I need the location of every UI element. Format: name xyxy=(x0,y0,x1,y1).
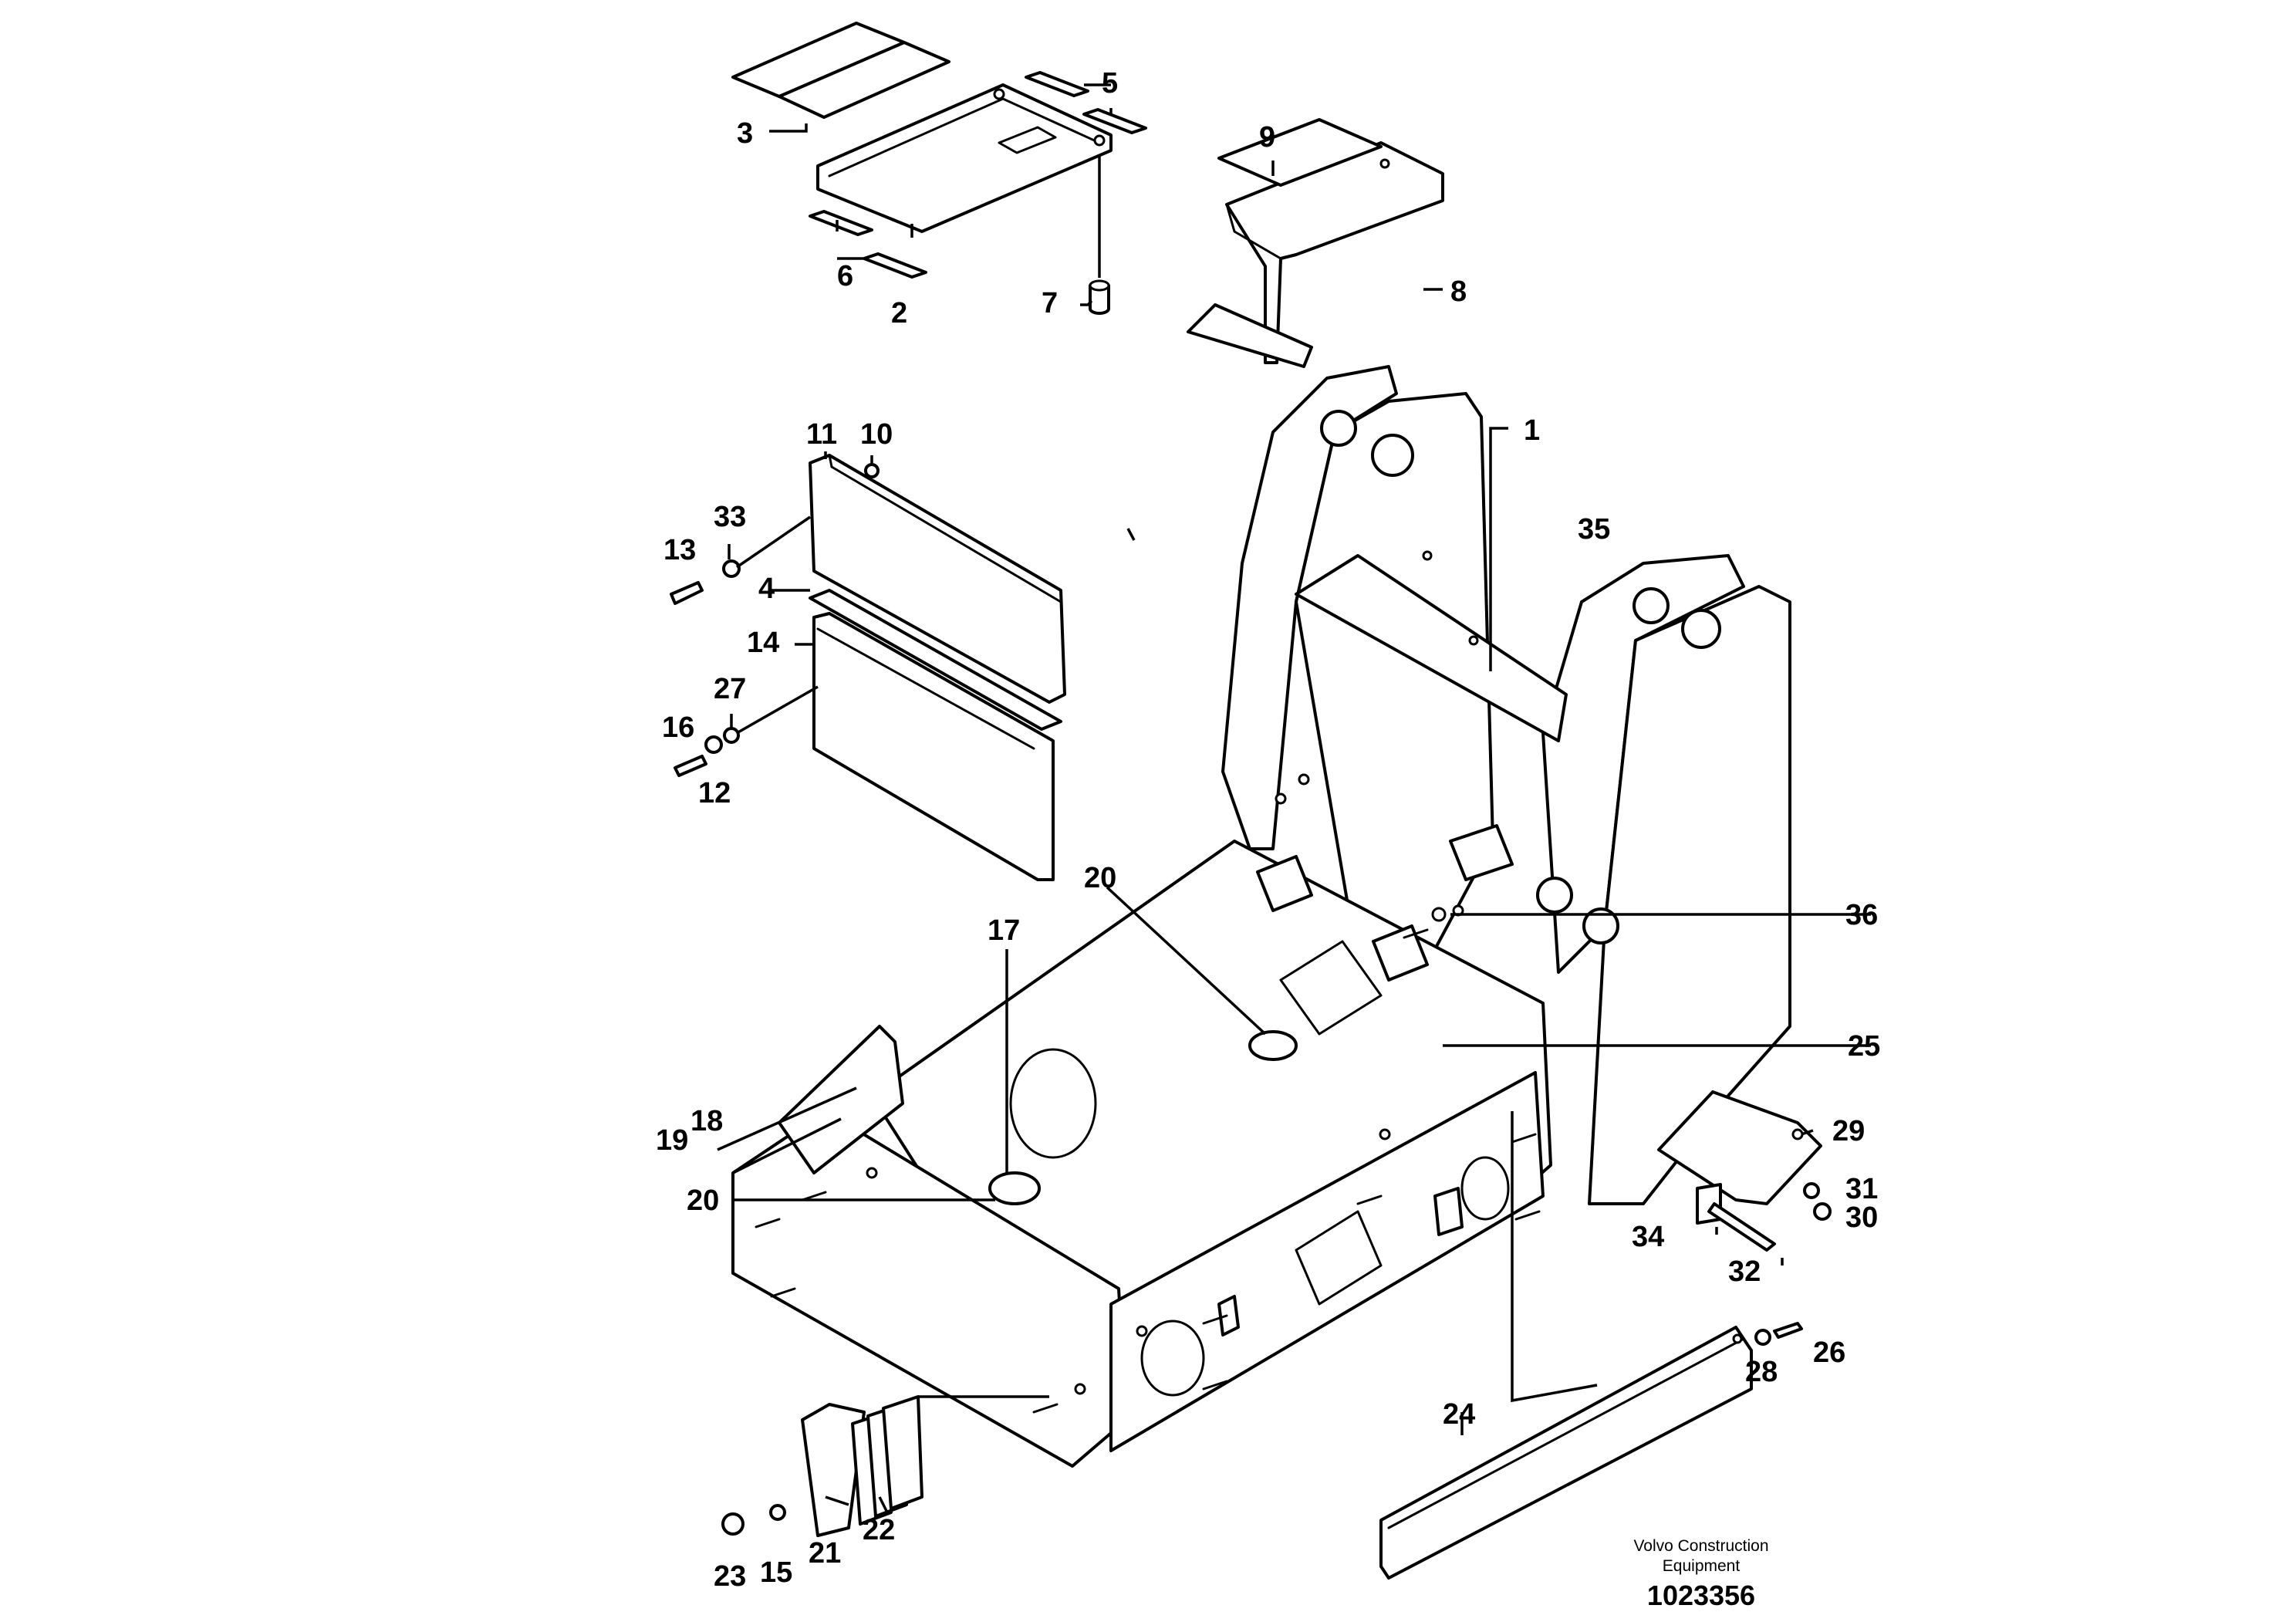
callout-35: 35 xyxy=(1578,513,1610,546)
callout-30: 30 xyxy=(1845,1201,1878,1234)
front-bracket-group xyxy=(721,1395,923,1537)
callout-33: 33 xyxy=(714,501,746,533)
part-28-washer xyxy=(1754,1329,1771,1346)
callout-3: 3 xyxy=(737,117,753,150)
part-7-spacer xyxy=(1089,284,1110,315)
callout-10: 10 xyxy=(860,418,893,451)
part-30-bolt xyxy=(1813,1202,1832,1221)
callout-9: 9 xyxy=(1259,121,1275,154)
callout-11: 11 xyxy=(806,418,837,451)
callout-18: 18 xyxy=(690,1105,723,1137)
part-20-plug-upper xyxy=(1248,1030,1298,1061)
credit-block: Volvo Construction Equipment 1023356 xyxy=(1633,1537,1768,1611)
seat-plate-group xyxy=(731,22,1147,315)
callout-29: 29 xyxy=(1832,1115,1865,1147)
callout-25: 25 xyxy=(1848,1030,1880,1063)
part-20-plug-lower xyxy=(988,1171,1041,1205)
part-10-nut xyxy=(864,463,880,478)
callout-26: 26 xyxy=(1813,1336,1845,1369)
part-24-cover xyxy=(1379,1326,1753,1580)
panel-group xyxy=(670,454,1066,881)
part-32-bolt xyxy=(1707,1202,1776,1252)
part-14-panel xyxy=(812,612,1055,881)
part-26-bolt xyxy=(1773,1322,1803,1339)
right-parts-group xyxy=(1379,1090,1832,1580)
part-33-washer xyxy=(722,559,741,578)
callout-22: 22 xyxy=(863,1514,895,1546)
callout-17: 17 xyxy=(988,914,1020,947)
callout-31: 31 xyxy=(1845,1173,1878,1205)
part-22-shim-c xyxy=(882,1395,923,1510)
callout-labels: 1 2 3 4 5 6 7 8 9 10 11 12 13 14 15 16 1… xyxy=(656,67,1880,1593)
part-5-strip-a xyxy=(1025,71,1089,97)
callout-28: 28 xyxy=(1745,1356,1778,1388)
part-6-strip-a xyxy=(809,210,873,236)
callout-23: 23 xyxy=(714,1560,746,1593)
callout-4: 4 xyxy=(758,573,775,605)
callout-6: 6 xyxy=(837,260,853,292)
part-2-seat-plate xyxy=(816,83,1113,233)
part-1-main-frame xyxy=(731,365,1791,1468)
credit-line-1: Volvo Construction xyxy=(1633,1537,1768,1555)
leader-lines xyxy=(717,83,1871,1513)
part-5-strip-b xyxy=(1082,108,1147,134)
callout-32: 32 xyxy=(1728,1255,1761,1288)
part-16-bolt xyxy=(674,755,707,777)
credit-line-2: Equipment xyxy=(1663,1557,1741,1575)
part-9-pad xyxy=(1217,118,1383,187)
part-13-bolt xyxy=(670,581,704,605)
callout-2: 2 xyxy=(891,297,907,329)
part-3-pad-lower xyxy=(778,41,950,119)
part-12-washer xyxy=(704,735,723,754)
part-29-plate xyxy=(1657,1090,1822,1205)
callout-20-upper: 20 xyxy=(1084,862,1116,894)
document-number: 1023356 xyxy=(1647,1580,1755,1611)
callout-7: 7 xyxy=(1042,287,1058,319)
part-6-strip-b xyxy=(863,252,927,279)
part-8-cover-flange xyxy=(1187,303,1313,368)
callout-16: 16 xyxy=(662,711,694,744)
callout-27: 27 xyxy=(714,673,746,705)
callout-24: 24 xyxy=(1443,1398,1475,1431)
part-27-washer xyxy=(723,727,740,744)
part-4-seal xyxy=(809,589,1062,731)
callout-1: 1 xyxy=(1524,414,1540,447)
callout-5: 5 xyxy=(1102,67,1118,100)
part-23-nut xyxy=(721,1512,745,1536)
part-8-cover xyxy=(1225,141,1444,364)
part-31-washer xyxy=(1803,1182,1820,1199)
cover-group xyxy=(1187,118,1444,368)
callout-36: 36 xyxy=(1845,899,1878,931)
part-15-washer xyxy=(769,1504,786,1521)
callout-8: 8 xyxy=(1450,275,1467,308)
callout-15: 15 xyxy=(760,1556,792,1589)
callout-19: 19 xyxy=(656,1124,688,1157)
callout-34: 34 xyxy=(1632,1221,1664,1253)
callout-12: 12 xyxy=(698,777,731,809)
callout-14: 14 xyxy=(747,627,779,659)
callout-13: 13 xyxy=(663,534,696,566)
callout-20-lower: 20 xyxy=(687,1184,719,1217)
callout-21: 21 xyxy=(809,1537,841,1570)
